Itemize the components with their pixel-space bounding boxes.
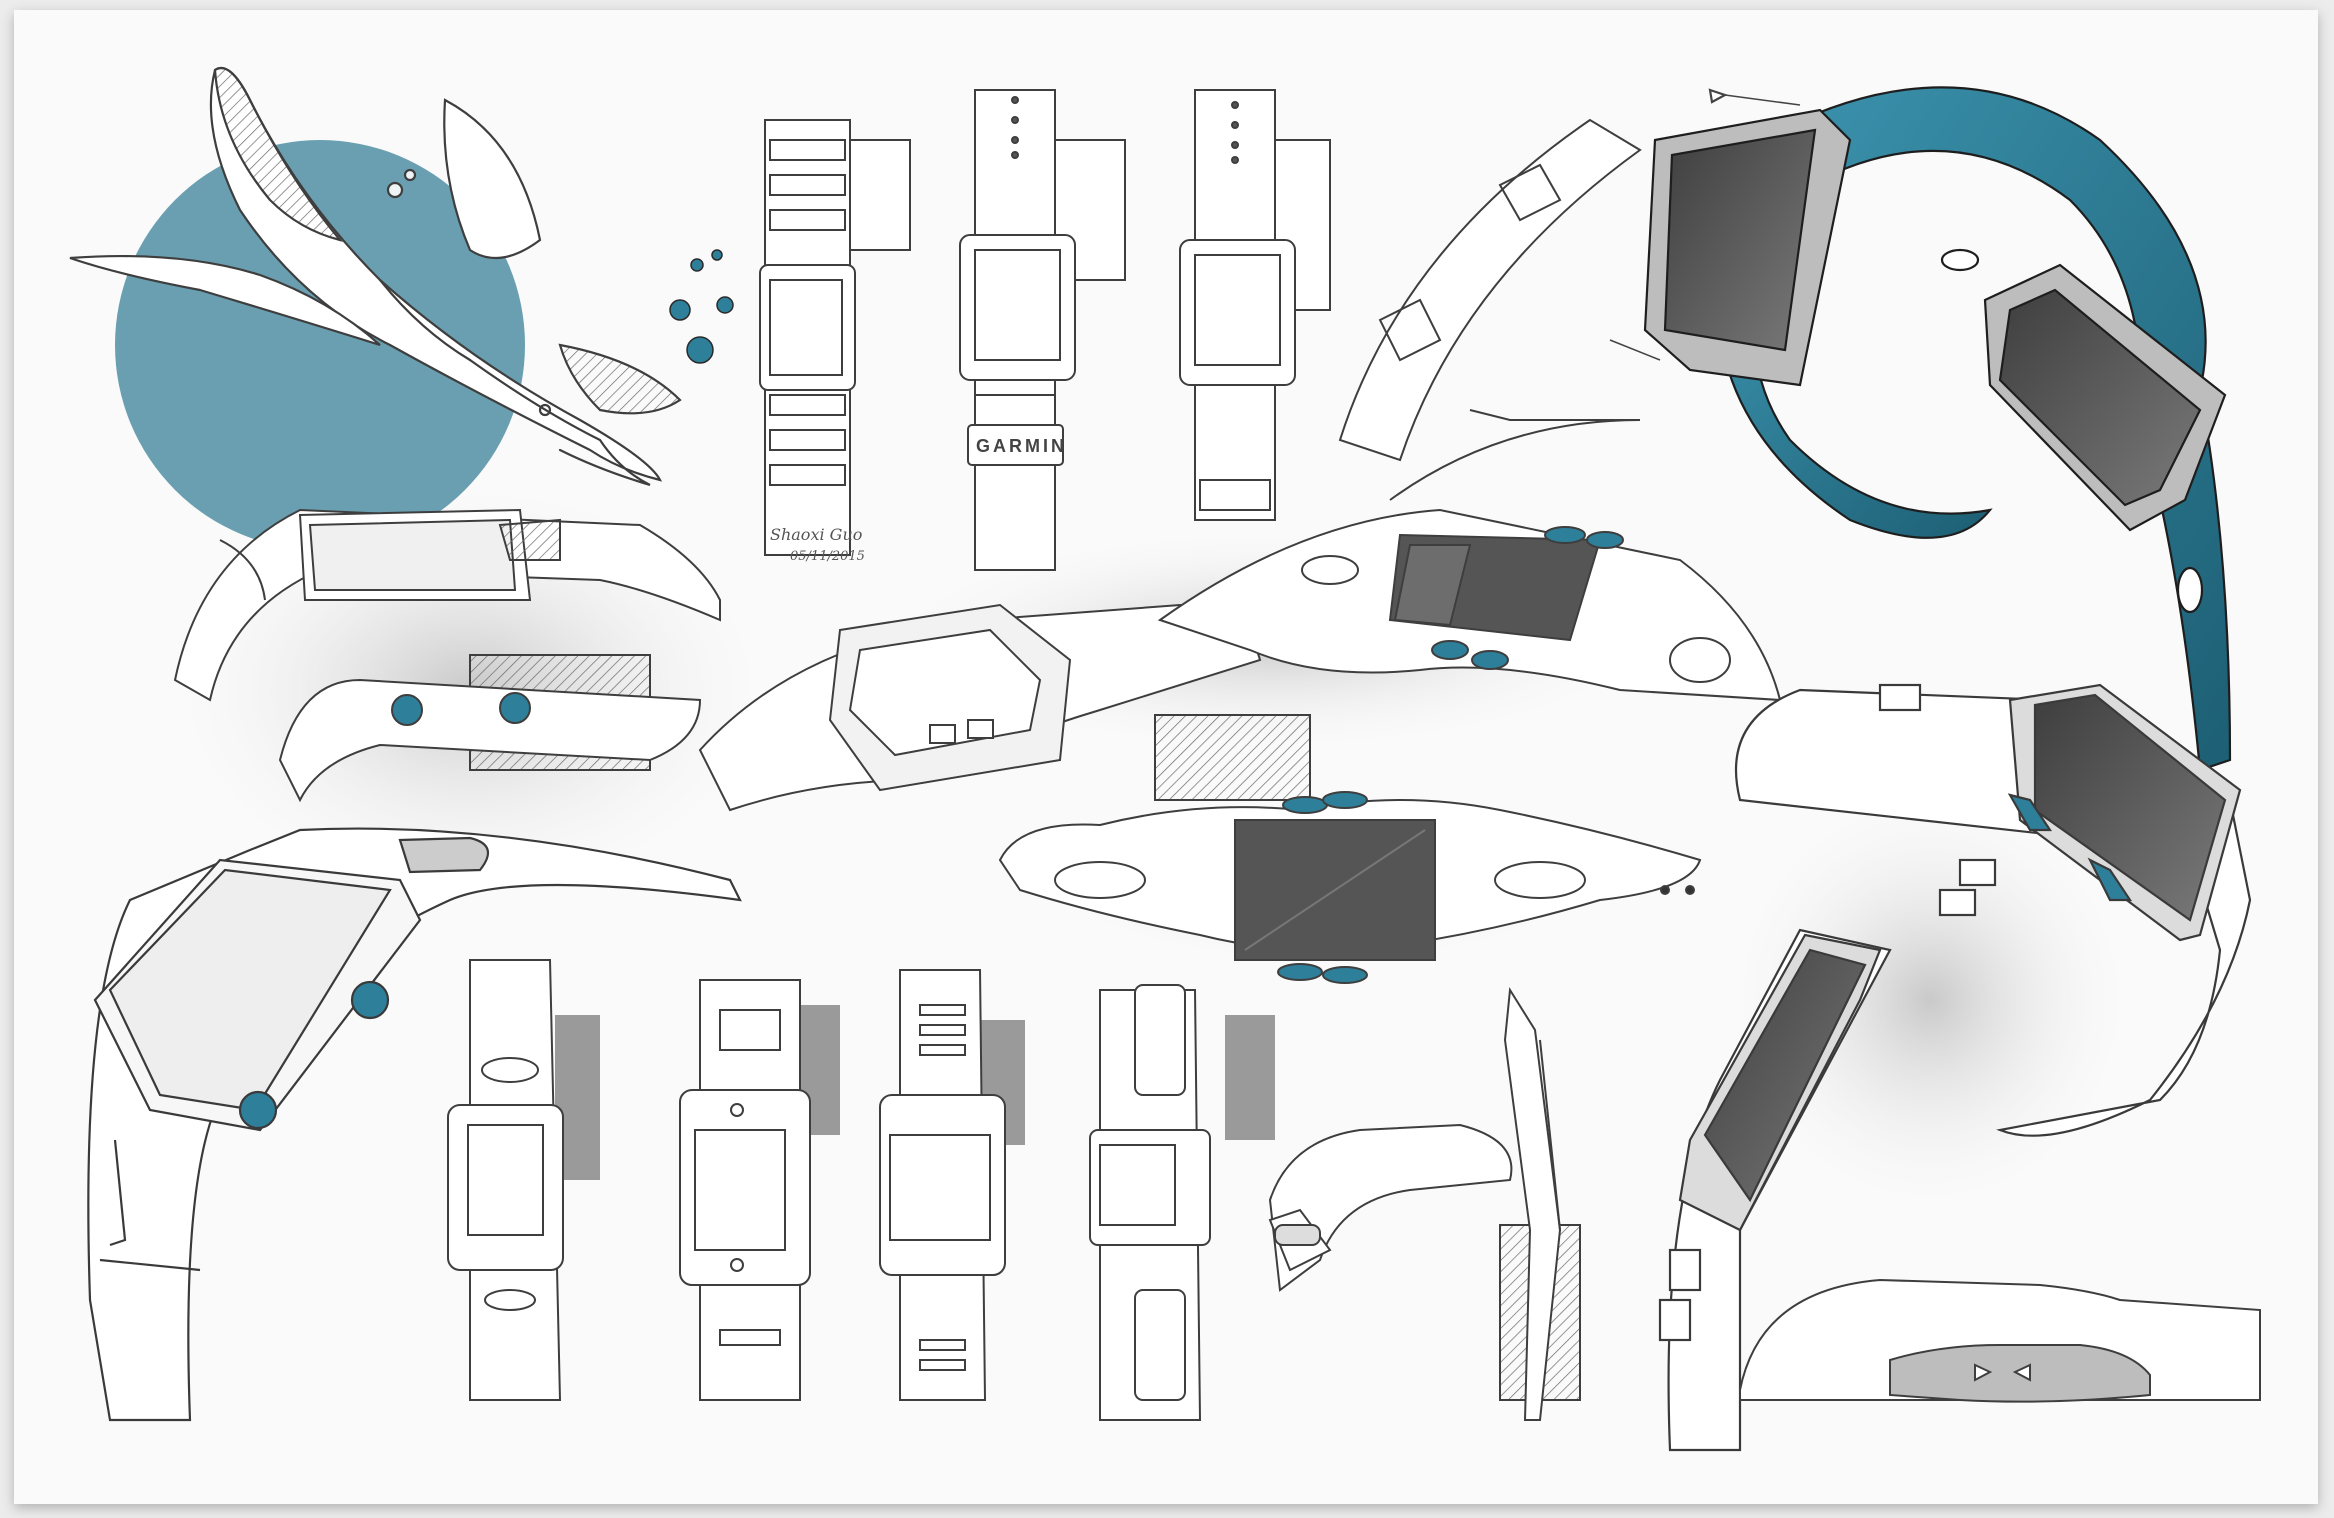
bubbles: [669, 249, 734, 364]
front-view-watch-4: [447, 959, 600, 1401]
front-view-watch-2: GARMIN: [959, 89, 1126, 571]
strap-label: GARMIN: [976, 436, 1067, 456]
watch-side-teal-buttons: [278, 654, 702, 803]
manta-ray-inspiration: [69, 67, 682, 550]
band-bottom-right: [1739, 1278, 2261, 1403]
front-view-watch-6: [879, 969, 1025, 1401]
clip-sketch: [1268, 1123, 1513, 1292]
front-view-watch-3: [1179, 89, 1331, 521]
front-view-watch-5: [679, 979, 840, 1401]
signature-date: 05/11/2015: [790, 549, 865, 564]
band-perspective-sketch: [1338, 118, 1642, 501]
watch-perspective-upper-left: [173, 508, 721, 702]
teal-strap-watch: [1609, 86, 2232, 772]
front-view-watch-7: [1089, 984, 1275, 1421]
watch-angled-teal-upper: [1157, 508, 1782, 702]
watch-large-right: [1658, 683, 2252, 1452]
watch-center-angled: [698, 603, 1262, 812]
watch-top-down-center: [998, 714, 1702, 984]
front-view-watch-1: Shaoxi Guo 05/11/2015: [759, 119, 911, 564]
side-profile-watch: [1499, 986, 1581, 1421]
teal-circle: [115, 140, 525, 550]
watch-large-bottom-left: [87, 827, 742, 1422]
signature: Shaoxi Guo: [770, 525, 862, 544]
